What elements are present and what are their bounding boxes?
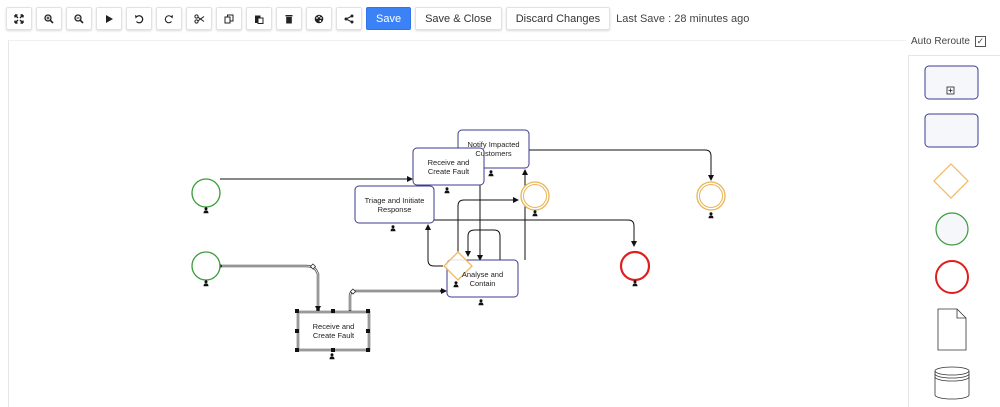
auto-reroute-label: Auto Reroute [911,36,970,47]
shape-palette[interactable] [908,55,1000,407]
notify-label: Notify Impacted Customers [467,140,520,158]
play-icon[interactable] [96,7,122,30]
last-save-status: Last Save : 28 minutes ago [616,12,750,25]
triage-label: Triage and Initiate Response [364,195,425,214]
receive-top-label: Receive and Create Fault [427,158,470,176]
palette-subprocess [924,65,979,100]
flow-gateway-to-triage [425,224,443,267]
flow-receive-bottom-to-analyse [348,289,444,312]
start-event-1 [191,178,221,208]
palette-data-store [934,366,970,400]
palette-icon[interactable] [306,7,332,30]
discard-changes-button[interactable]: Discard Changes [505,7,611,30]
intermediate-event-1 [520,181,550,211]
copy-icon[interactable] [216,7,242,30]
palette-end-event [935,260,969,294]
intermediate-event-2 [696,181,726,211]
zoom-out-icon[interactable] [66,7,92,30]
auto-reroute-toggle[interactable]: Auto Reroute ✓ [911,36,986,47]
analyse-label: Analyse and Contain [461,269,504,288]
start-event-2 [191,251,221,281]
flow-gateway-to-event [457,197,519,252]
toolbar: Save Save & Close Discard Changes Last S… [6,6,749,31]
flow-analyse-loop [465,229,501,260]
save-button[interactable]: Save [366,7,412,30]
end-event [619,250,651,282]
palette-gateway [933,163,969,199]
gateway [443,251,473,281]
paste-icon[interactable] [246,7,272,30]
auto-reroute-checkbox[interactable]: ✓ [974,36,986,47]
cut-icon[interactable] [186,7,212,30]
redo-icon[interactable] [156,7,182,30]
flow-start2-to-receive-bottom [220,264,320,310]
delete-icon[interactable] [276,7,302,30]
selection-handles [295,309,370,352]
task-receive-and-create-fault-top [412,147,485,186]
flow-triage-to-end [434,219,637,247]
undo-icon[interactable] [126,7,152,30]
palette-start-event [935,212,969,246]
task-triage-and-initiate-response [354,185,435,224]
palette-data-object [937,308,967,351]
zoom-in-icon[interactable] [36,7,62,30]
flow-notify-to-event [529,149,714,181]
receive-bottom-label: Receive and Create Fault [312,322,355,340]
diagram-canvas[interactable] [8,40,906,407]
share-icon[interactable] [336,7,362,30]
palette-task [924,113,979,148]
fit-icon[interactable] [6,7,32,30]
save-close-button[interactable]: Save & Close [415,7,502,30]
